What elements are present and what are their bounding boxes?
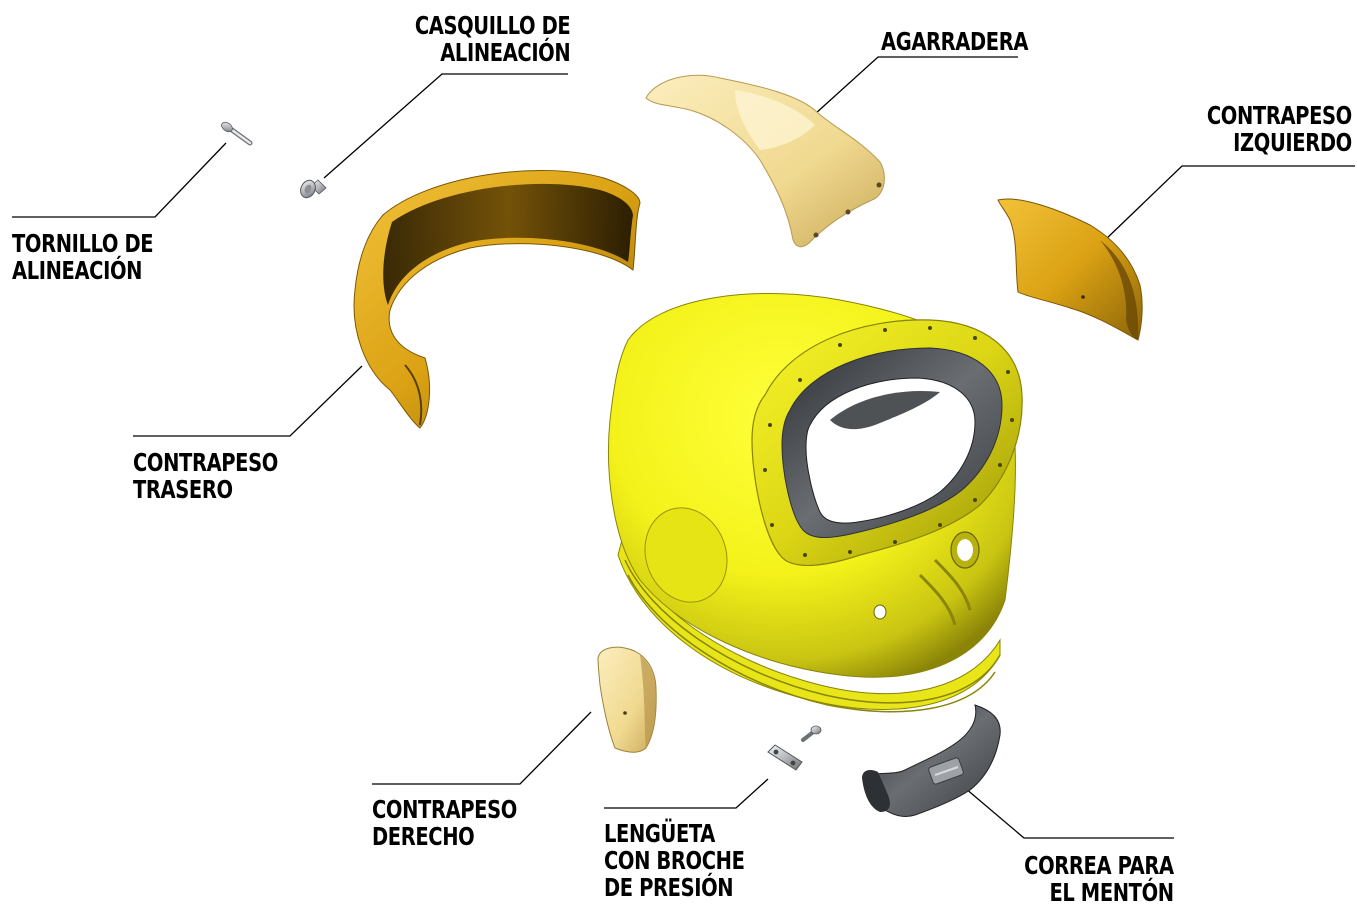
leader-correa [965, 788, 1174, 838]
label-correa-menton: CORREA PARA EL MENTÓN [1024, 852, 1174, 906]
left-counterweight [998, 199, 1142, 340]
label-casquillo-line1: CASQUILLO DE [415, 12, 570, 39]
label-lengueta-line1: LENGÜETA [604, 820, 745, 847]
leader-lengueta [604, 779, 768, 808]
alignment-screw [220, 120, 250, 143]
label-tornillo-line2: ALINEACIÓN [12, 257, 153, 284]
label-lengueta-line2: CON BROCHE [604, 847, 745, 874]
handle [646, 75, 884, 247]
label-correa-line2: EL MENTÓN [1024, 879, 1174, 906]
label-tornillo-line1: TORNILLO DE [12, 230, 153, 257]
helmet-shell [609, 293, 1023, 711]
leader-contrapeso-izquierdo [1104, 166, 1355, 241]
leader-casquillo [324, 74, 568, 178]
label-agarradera-line1: AGARRADERA [881, 28, 1028, 55]
label-lengueta-line3: DE PRESIÓN [604, 874, 745, 901]
label-contrapeso-trasero: CONTRAPESO TRASERO [133, 449, 278, 503]
right-counterweight [598, 647, 656, 752]
leader-contrapeso-trasero [133, 366, 362, 436]
leader-contrapeso-derecho [372, 712, 591, 784]
label-contrapeso-derecho: CONTRAPESO DERECHO [372, 796, 517, 850]
label-correa-line1: CORREA PARA [1024, 852, 1174, 879]
label-lengueta: LENGÜETA CON BROCHE DE PRESIÓN [604, 820, 745, 901]
label-casquillo-alineacion: CASQUILLO DE ALINEACIÓN [415, 12, 570, 66]
rear-counterweight [354, 170, 640, 428]
leader-tornillo [12, 143, 226, 217]
label-contrapeso-izquierdo-line1: CONTRAPESO [1207, 102, 1352, 129]
label-contrapeso-izquierdo-line2: IZQUIERDO [1207, 129, 1352, 156]
label-casquillo-line2: ALINEACIÓN [415, 39, 570, 66]
alignment-bushing [298, 178, 326, 200]
label-contrapeso-derecho-line2: DERECHO [372, 823, 517, 850]
label-contrapeso-trasero-line1: CONTRAPESO [133, 449, 278, 476]
leader-agarradera [815, 57, 1018, 114]
label-contrapeso-trasero-line2: TRASERO [133, 476, 278, 503]
label-contrapeso-izquierdo: CONTRAPESO IZQUIERDO [1207, 102, 1352, 156]
snap-tab [768, 726, 821, 770]
label-contrapeso-derecho-line1: CONTRAPESO [372, 796, 517, 823]
label-agarradera: AGARRADERA [881, 28, 1028, 55]
label-tornillo-alineacion: TORNILLO DE ALINEACIÓN [12, 230, 153, 284]
